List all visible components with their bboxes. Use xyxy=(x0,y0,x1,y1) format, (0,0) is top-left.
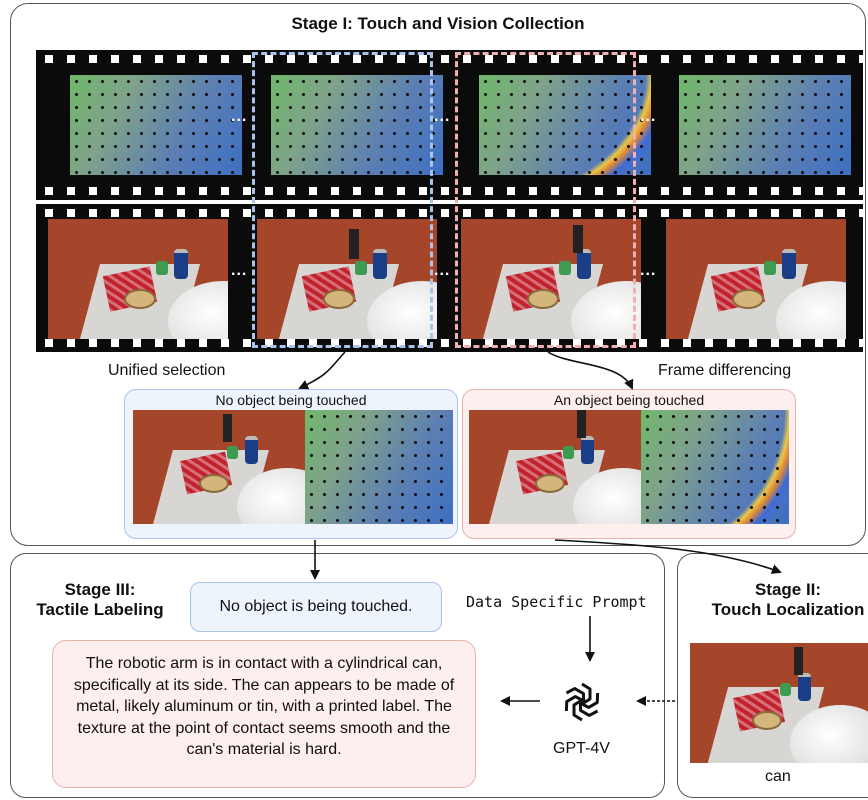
no-touch-result-box: No object is being touched. xyxy=(190,582,442,632)
stage1-title: Stage I: Touch and Vision Collection xyxy=(291,14,585,33)
tactile-film-strip: ... ... ... xyxy=(36,50,863,200)
frame-differencing-highlight xyxy=(455,52,636,348)
touch-vision-image xyxy=(469,410,641,524)
touch-pair-box: An object being touched xyxy=(462,389,796,539)
data-specific-prompt-label: Data Specific Prompt xyxy=(466,593,647,611)
stage2-object-label: can xyxy=(765,768,791,785)
no-touch-vision-image xyxy=(133,410,305,524)
unified-selection-highlight xyxy=(252,52,433,348)
no-touch-tactile-image xyxy=(305,410,453,524)
no-touch-pair-title: No object being touched xyxy=(215,392,367,408)
gpt4v-label: GPT-4V xyxy=(553,740,610,757)
unified-selection-arrow xyxy=(298,351,346,390)
touch-pair-title: An object being touched xyxy=(553,392,705,408)
frame-differencing-label: Frame differencing xyxy=(658,362,792,379)
film-ellipsis: ... xyxy=(640,108,657,125)
no-touch-result-text: No object is being touched. xyxy=(219,598,413,615)
stage3-title: Stage III: Tactile Labeling xyxy=(36,580,164,620)
vision-film-strip: ... ... ... xyxy=(36,204,863,352)
vision-frame-4 xyxy=(666,219,846,339)
frame-differencing-arrow xyxy=(547,351,634,390)
openai-logo-icon xyxy=(564,682,600,722)
no-touch-pair-box: No object being touched xyxy=(124,389,458,539)
film-ellipsis: ... xyxy=(231,108,248,125)
tactile-frame-1 xyxy=(70,75,242,175)
stage2-vision-image xyxy=(690,643,868,763)
touch-tactile-image xyxy=(641,410,789,524)
to-stage2-arrow xyxy=(554,539,782,574)
tactile-frame-touch xyxy=(479,75,651,175)
film-ellipsis: ... xyxy=(434,262,451,279)
vision-frame-1 xyxy=(48,219,228,339)
unified-selection-label: Unified selection xyxy=(108,362,226,379)
tactile-frame-4 xyxy=(679,75,851,175)
vision-frame-2 xyxy=(257,219,437,339)
film-ellipsis: ... xyxy=(434,108,451,125)
vision-frame-touch xyxy=(461,219,641,339)
film-ellipsis: ... xyxy=(640,262,657,279)
stage2-title: Stage II: Touch Localization xyxy=(711,580,865,620)
tactile-description-text: The robotic arm is in contact with a cyl… xyxy=(73,655,455,759)
film-ellipsis: ... xyxy=(231,262,248,279)
tactile-frame-2 xyxy=(271,75,443,175)
tactile-description-box: The robotic arm is in contact with a cyl… xyxy=(52,640,476,788)
